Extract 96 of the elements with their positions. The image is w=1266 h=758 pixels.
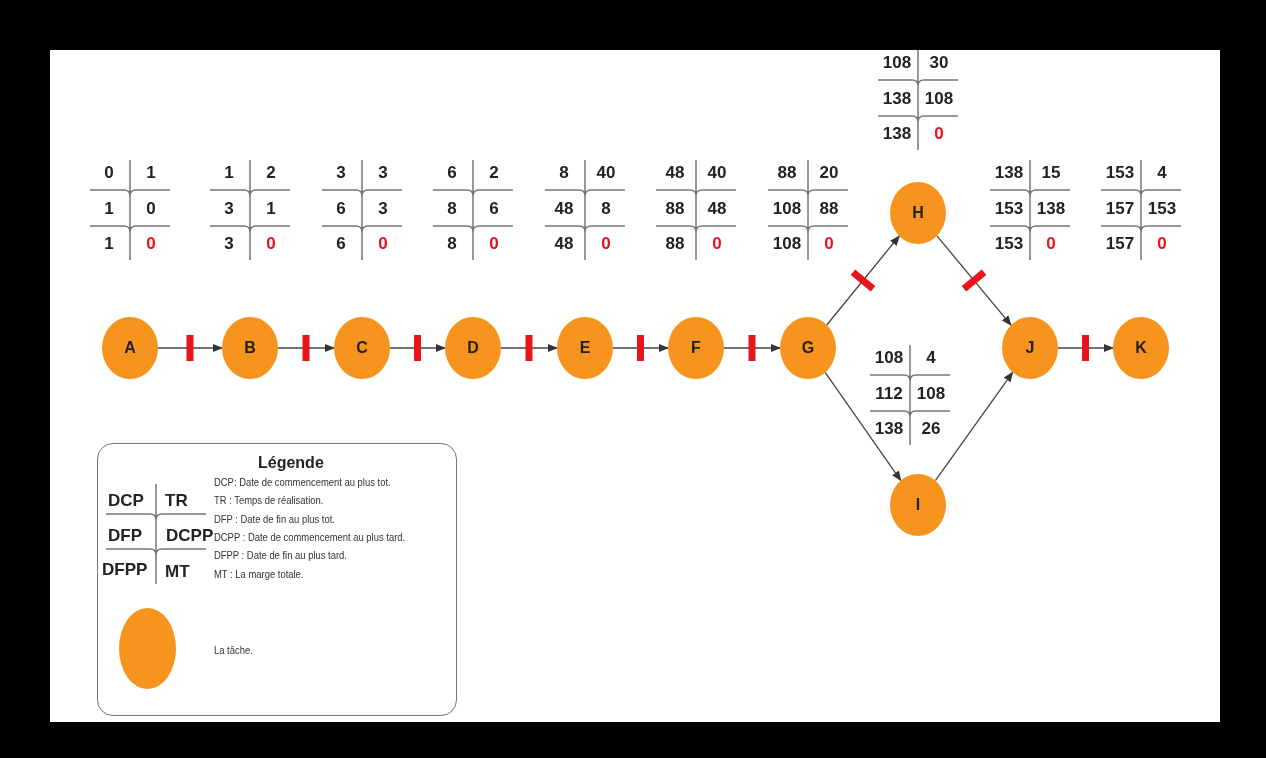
total-float-value: 0 [377,234,389,254]
date-value: 40 [595,163,617,183]
task-letter: J [1025,339,1035,357]
date-value: 88 [818,199,840,219]
date-value: 1 [103,199,115,219]
legend-text: DCPP : Date de commencement au plus tard. [214,530,406,543]
date-value: 153 [1104,163,1136,183]
arrow [1057,343,1115,353]
arrow [826,235,900,326]
task-letter: H [912,204,924,222]
task-letter: I [915,496,921,514]
task-letter: K [1135,339,1147,357]
legend-text: MT : La marge totale. [214,567,304,580]
total-float-value: 0 [1156,234,1168,254]
date-value: 108 [873,348,905,368]
date-value: 153 [993,234,1025,254]
arrow [824,371,902,482]
task-letter: D [467,339,479,357]
arrow [936,235,1012,326]
date-value: 2 [488,163,500,183]
total-float-value: 0 [145,234,157,254]
date-value: 157 [1104,199,1136,219]
arrow [723,343,782,353]
total-float-value: 0 [488,234,500,254]
date-value: 6 [335,234,347,254]
task-letter: G [801,339,815,357]
date-value: 3 [223,199,235,219]
date-value: 4 [925,348,937,368]
legend-text: La tâche. [214,644,253,656]
legend-text: DFPP : Date de fin au plus tard. [214,549,347,562]
task-letter: C [356,339,368,357]
date-value: 138 [993,163,1025,183]
date-value: 138 [881,89,913,109]
date-value: 1 [223,163,235,183]
date-value: 138 [881,124,913,144]
date-value: 138 [1035,199,1067,219]
date-value: 30 [928,53,950,73]
arrow [934,371,1014,482]
date-value: 40 [706,163,728,183]
date-value: 1 [103,234,115,254]
legend-text: TR : Temps de réalisation. [214,494,324,507]
date-value: 8 [558,163,570,183]
date-value: 0 [145,199,157,219]
date-value: 6 [335,199,347,219]
date-value: 48 [553,234,575,254]
date-value: 15 [1040,163,1062,183]
date-value: 3 [335,163,347,183]
date-value: 138 [873,419,905,439]
total-float-value: 0 [711,234,723,254]
date-value: 3 [223,234,235,254]
date-value: 1 [145,163,157,183]
date-value: 8 [600,199,612,219]
date-value: 157 [1104,234,1136,254]
arrow [389,343,447,353]
date-value: 88 [664,199,686,219]
date-value: 3 [377,163,389,183]
total-float-value: 0 [823,234,835,254]
date-value: 8 [446,199,458,219]
date-value: 4 [1156,163,1168,183]
date-value: 3 [377,199,389,219]
task-letter: B [244,339,256,357]
task-letter: A [124,339,136,357]
date-value: 48 [706,199,728,219]
date-value: 108 [881,53,913,73]
date-value: 108 [923,89,955,109]
arrow [612,343,670,353]
total-float-value: 0 [265,234,277,254]
date-value: 108 [771,234,803,254]
date-value: 48 [664,163,686,183]
arrow [277,343,336,353]
task-letter: F [691,339,701,357]
legend-text: DFP : Date de fin au plus tot. [214,512,335,525]
total-float-value: 0 [933,124,945,144]
total-float-value: 0 [1045,234,1057,254]
date-value: 20 [818,163,840,183]
date-value: 112 [874,384,904,404]
total-float-value: 0 [600,234,612,254]
date-value: 153 [993,199,1025,219]
date-value: 88 [776,163,798,183]
arrow [157,343,224,353]
date-value: 1 [265,199,277,219]
date-value: 8 [446,234,458,254]
date-value: 48 [553,199,575,219]
total-float-value: 26 [920,419,942,439]
date-value: 6 [488,199,500,219]
date-value: 0 [103,163,115,183]
legend-title: Légende [258,453,324,473]
task-letter: E [579,339,591,357]
date-value: 2 [265,163,277,183]
date-value: 108 [915,384,947,404]
date-value: 88 [664,234,686,254]
date-value: 6 [446,163,458,183]
legend-text: DCP: Date de commencement au plus tot. [214,476,391,488]
date-value: 153 [1146,199,1178,219]
date-value: 108 [771,199,803,219]
arrow [500,343,559,353]
